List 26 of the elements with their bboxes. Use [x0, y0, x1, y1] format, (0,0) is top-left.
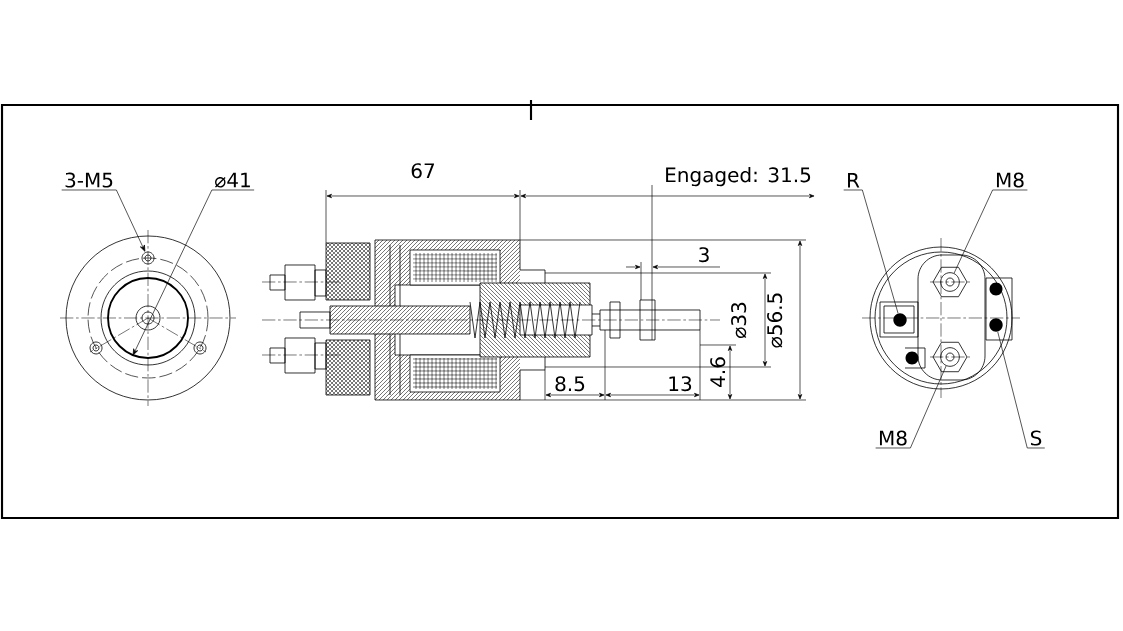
dimension-text: 67 — [411, 163, 435, 179]
hole — [141, 251, 155, 265]
dimension-text: 3 — [699, 247, 709, 263]
leader-line — [997, 331, 1046, 449]
leader-line — [61, 189, 146, 252]
dimension-text: ⌀33 — [731, 302, 747, 338]
terminal — [989, 318, 1003, 332]
leader-line — [132, 189, 255, 356]
callout-text: S — [1031, 430, 1042, 446]
dimension-text: 8.5 — [555, 376, 585, 392]
dimension-text: 13 — [669, 376, 692, 392]
leader-line — [875, 365, 947, 449]
terminal — [893, 313, 907, 327]
washer — [940, 347, 960, 367]
washer — [940, 272, 960, 292]
bore-circle — [107, 277, 189, 359]
callout-text: R — [848, 173, 860, 188]
leader-line — [843, 189, 899, 314]
callout-text: 3-M5 — [65, 172, 113, 188]
callout-text: M8 — [997, 172, 1024, 188]
dimension-text: ⌀56.5 — [767, 293, 783, 348]
callout-text: M8 — [880, 430, 907, 446]
leader-line — [953, 189, 1028, 274]
callout-text: ⌀41 — [215, 172, 250, 188]
dimension-text: Engaged: 31.5 — [666, 166, 811, 187]
dimension-text: 4.6 — [710, 357, 726, 387]
